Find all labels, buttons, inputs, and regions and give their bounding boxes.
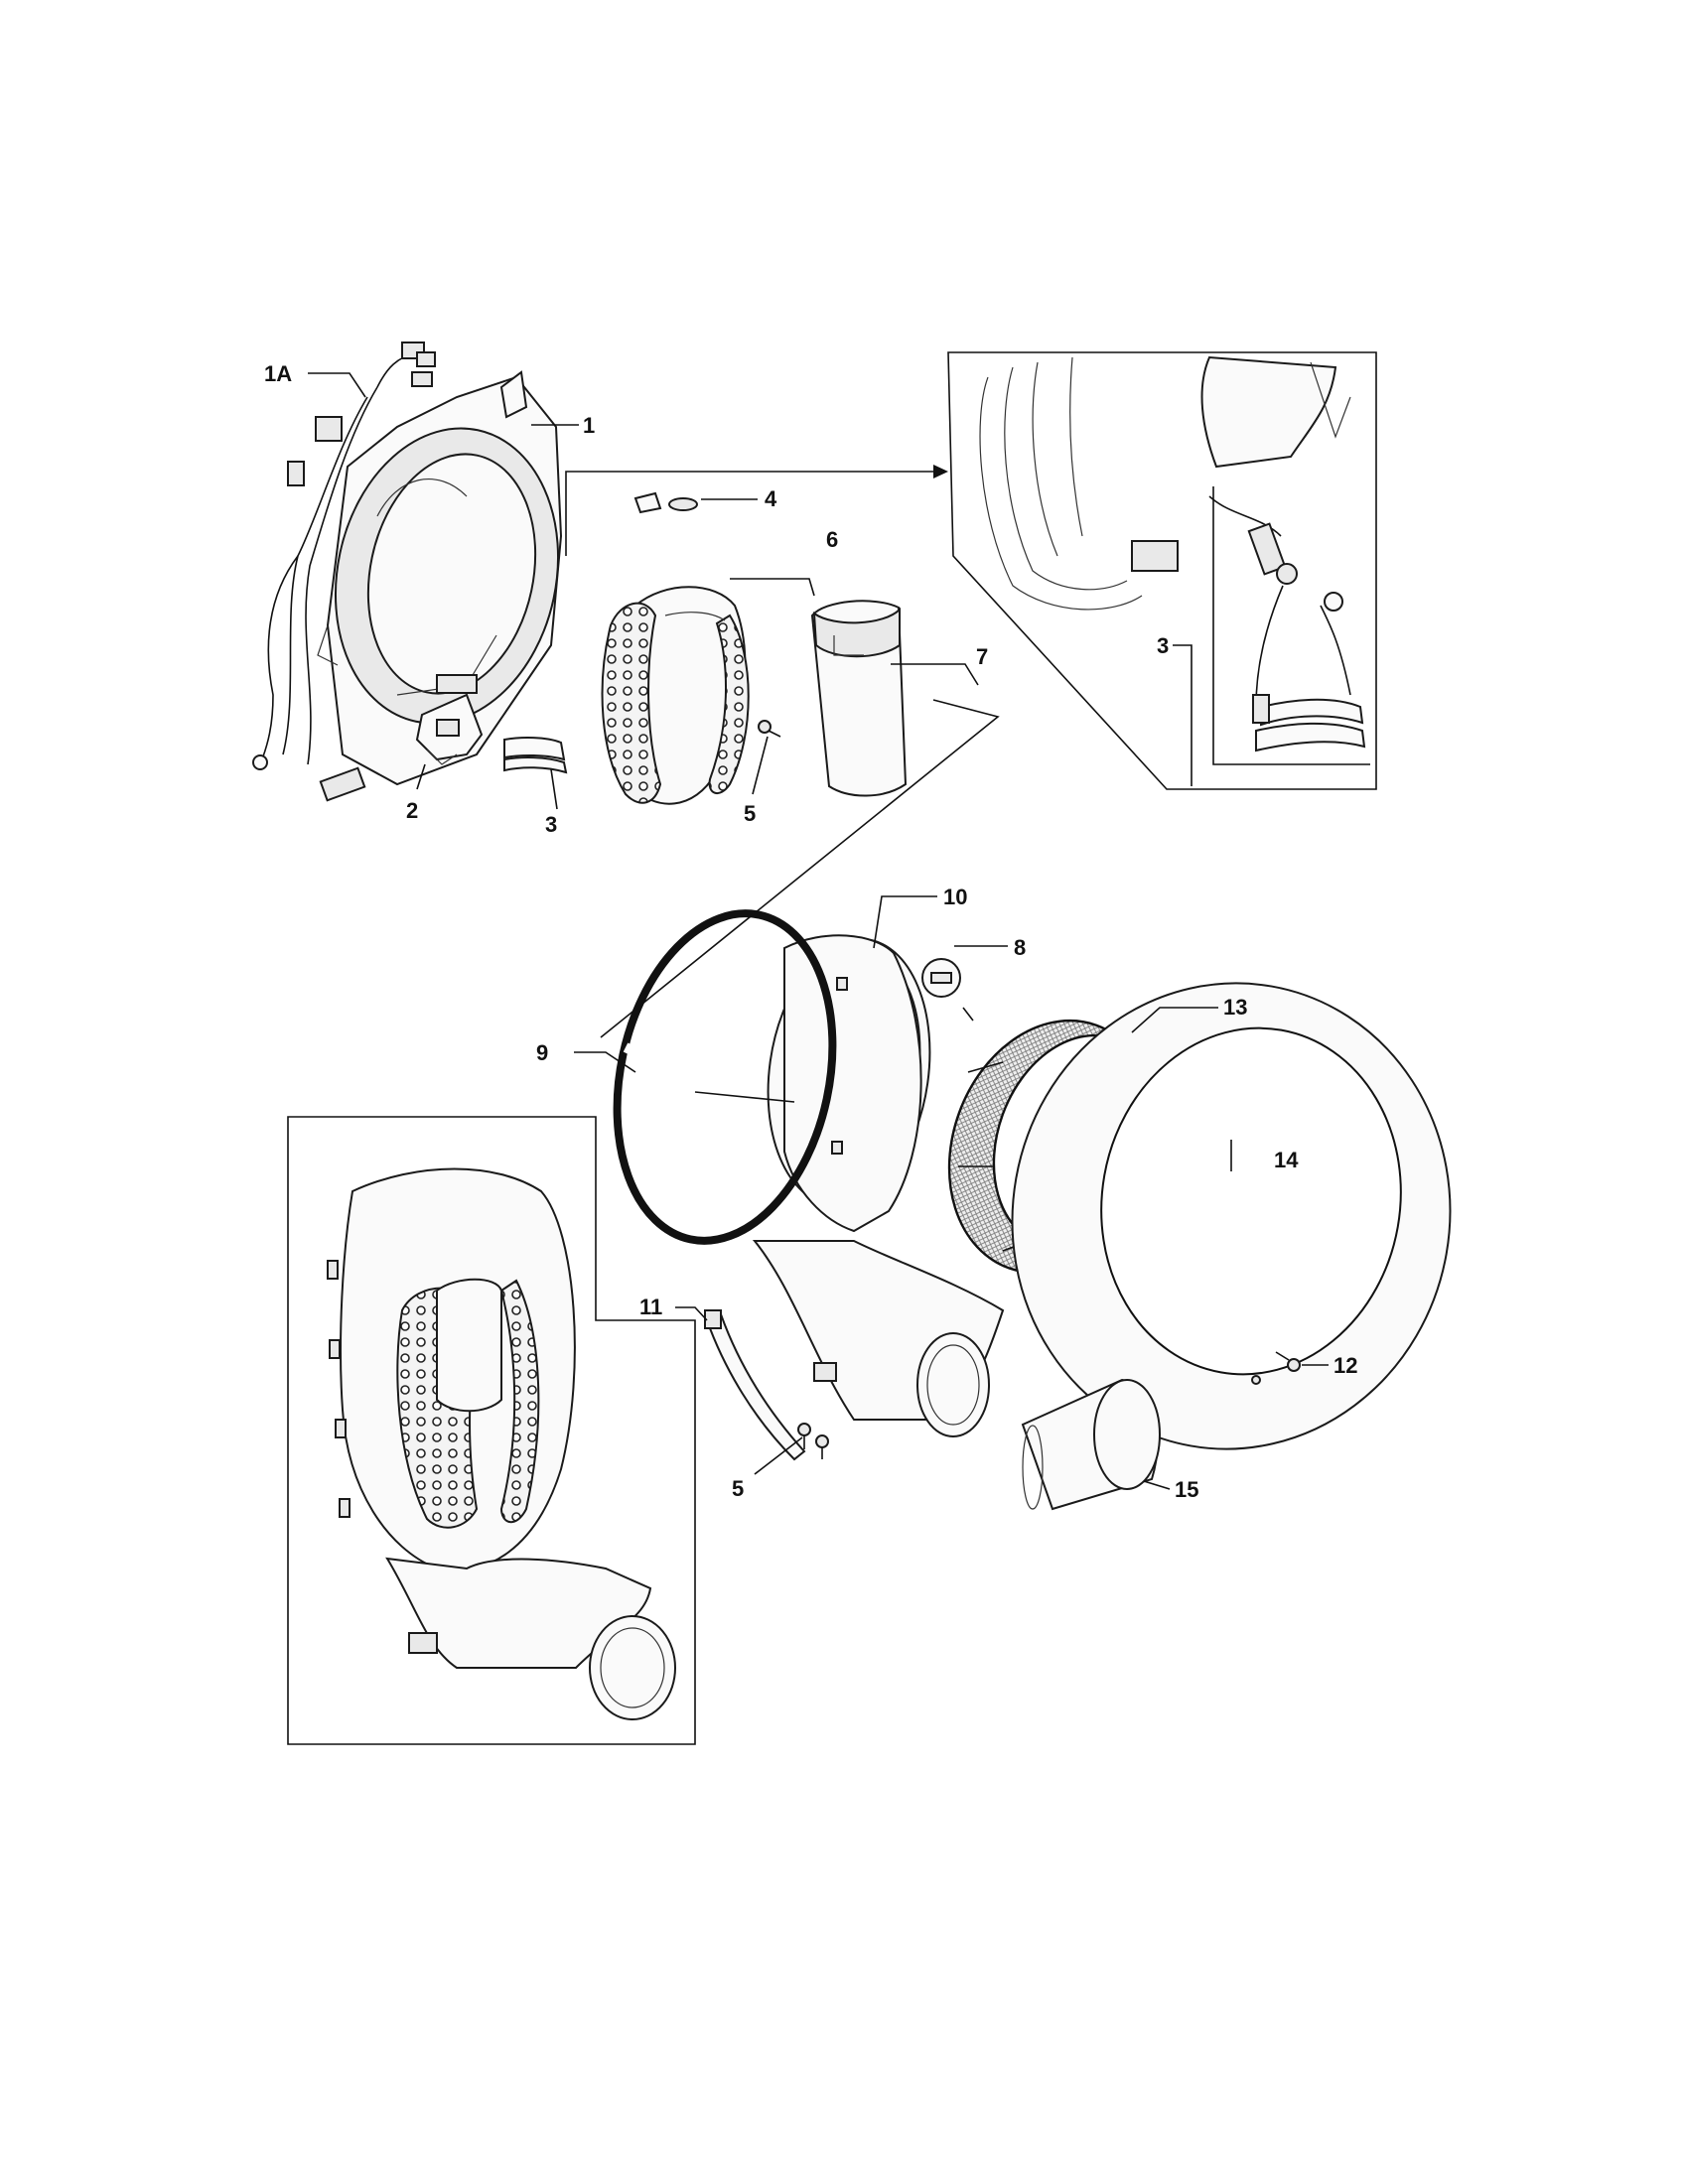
lint-filter-housing: [601, 586, 750, 805]
callout-14: 14: [1274, 1148, 1299, 1172]
wire-harness: [252, 341, 436, 802]
assembly-guide-line: [600, 699, 1000, 1038]
sensor-bars: [503, 737, 568, 774]
filter-cylinder: [1021, 1378, 1161, 1511]
leader-lines: [308, 372, 1329, 1490]
callout-5-lower: 5: [732, 1476, 744, 1501]
front-gasket-disc: [1011, 982, 1452, 1450]
sensor-plate: [921, 958, 974, 1022]
lint-filter-cover: [810, 600, 908, 797]
front-bulkhead-housing: [317, 370, 563, 786]
screw-gasket: [1275, 1351, 1301, 1372]
door-switch: [415, 693, 484, 765]
screw-lower: [797, 1423, 829, 1459]
detail-inset-sensor: [947, 351, 1377, 790]
clip-parts: [633, 491, 698, 514]
detail-inset-assembled-bulkhead: [287, 1116, 696, 1745]
assembly-guide-line-2: [694, 1091, 795, 1103]
callout-6: 6: [826, 527, 838, 552]
front-seal-ring: [613, 909, 837, 1245]
callout-4: 4: [765, 486, 777, 511]
callout-5-upper: 5: [744, 801, 756, 826]
callout-3-inset: 3: [1157, 633, 1169, 658]
callout-15: 15: [1175, 1477, 1198, 1502]
callout-10: 10: [943, 885, 967, 909]
callout-7: 7: [976, 644, 988, 669]
callout-12: 12: [1333, 1353, 1357, 1378]
callout-8: 8: [1014, 935, 1026, 960]
callout-1A: 1A: [264, 361, 292, 386]
callout-3: 3: [545, 812, 557, 837]
callout-1: 1: [583, 413, 595, 438]
callout-9: 9: [536, 1040, 548, 1065]
inset-pointer-arrow: [933, 465, 948, 478]
callout-13: 13: [1223, 995, 1247, 1020]
callout-labels: 1A 1 2 3 3 4 5 5 6 7 8 9 10 11 12 13 14 …: [264, 361, 1357, 1502]
screw-upper: [758, 720, 781, 738]
inset-pointer-line: [565, 471, 933, 556]
callout-2: 2: [406, 798, 418, 823]
callout-11: 11: [639, 1295, 662, 1319]
seal-strip: [704, 1309, 806, 1461]
